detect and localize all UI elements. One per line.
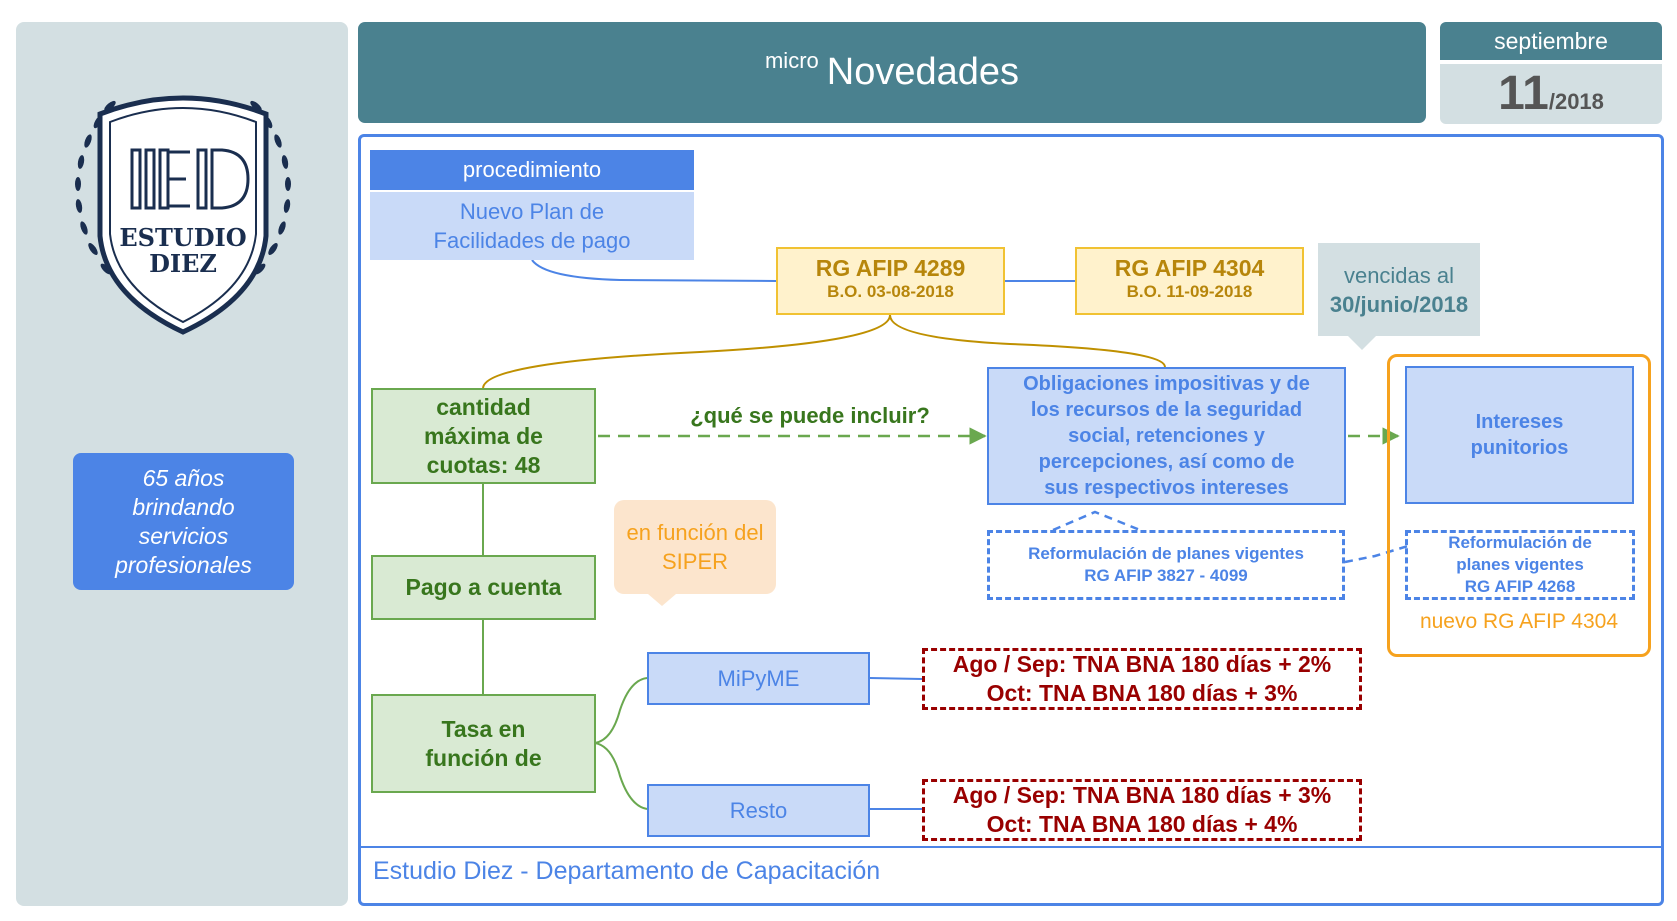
cuotas-box: cantidad máxima de cuotas: 48 (371, 388, 596, 484)
date-day: 11 (1498, 67, 1549, 120)
rg-4289-box: RG AFIP 4289 B.O. 03-08-2018 (776, 247, 1005, 315)
intereses-box: Intereses punitorios (1405, 366, 1634, 504)
tasa-mipyme-box: Ago / Sep: TNA BNA 180 días + 2% Oct: TN… (922, 648, 1362, 710)
header-title: Novedades (826, 51, 1020, 93)
vencidas-callout-tail (1348, 336, 1376, 350)
reformulacion-4268-box: Reformulación de planes vigentes RG AFIP… (1405, 530, 1635, 600)
logo-text-estudio: ESTUDIO (119, 223, 246, 252)
procedimiento-title: Nuevo Plan de Facilidades de pago (370, 192, 694, 260)
nuevo-rg-4304-label: nuevo RG AFIP 4304 (1419, 610, 1619, 633)
connector-proc-rg4289 (531, 259, 777, 282)
connector-rg4289-obligaciones (889, 314, 1166, 368)
connector-rg4289-cuotas (482, 314, 891, 389)
obligaciones-box: Obligaciones impositivas y de los recurs… (987, 367, 1346, 505)
vencidas-callout: vencidas al 30/junio/2018 (1318, 243, 1480, 336)
date-box: 11/2018 (1440, 64, 1662, 124)
tasa-box: Tasa en función de (371, 694, 596, 793)
mipyme-box: MiPyME (647, 652, 870, 705)
date-year: /2018 (1548, 89, 1604, 114)
connector-reform1-reform2 (1344, 544, 1409, 564)
estudio-diez-logo: ESTUDIO DIEZ (75, 95, 291, 335)
logo-text-diez: DIEZ (149, 249, 217, 278)
header-prefix: micro (764, 47, 819, 73)
rg-4304-date: B.O. 11-09-2018 (1126, 282, 1253, 301)
siper-note-tail (648, 594, 676, 606)
rg-4304-title: RG AFIP 4304 (1114, 255, 1265, 281)
pago-a-cuenta-box: Pago a cuenta (371, 555, 596, 620)
vencidas-line1: vencidas al (1343, 263, 1455, 288)
rg-4289-date: B.O. 03-08-2018 (827, 282, 954, 301)
header-banner: micro Novedades (358, 22, 1426, 123)
siper-note: en función del SIPER (614, 500, 776, 594)
connector-tasa-mipyme (594, 677, 648, 744)
content-frame (358, 134, 1664, 906)
connector-mipyme-rate (869, 677, 923, 680)
resto-box: Resto (647, 784, 870, 837)
footer-text: Estudio Diez - Departamento de Capacitac… (373, 857, 881, 885)
rg-4289-title: RG AFIP 4289 (815, 255, 966, 281)
procedimiento-label: procedimiento (370, 150, 694, 190)
reformulacion-3827-box: Reformulación de planes vigentes RG AFIP… (987, 530, 1345, 600)
nuevo-rg-4304-group (1387, 354, 1651, 657)
tasa-resto-box: Ago / Sep: TNA BNA 180 días + 3% Oct: TN… (922, 779, 1362, 841)
footer-divider (358, 846, 1664, 848)
rg-4304-box: RG AFIP 4304 B.O. 11-09-2018 (1075, 247, 1304, 315)
tagline-badge: 65 años brindando servicios profesionale… (73, 453, 294, 590)
connector-obligaciones-reform1 (1052, 510, 1141, 532)
connector-tasa-resto (594, 742, 648, 810)
question-label: ¿qué se puede incluir? (690, 403, 930, 428)
date-month: septiembre (1440, 22, 1662, 60)
vencidas-line2: 30/junio/2018 (1329, 292, 1469, 317)
